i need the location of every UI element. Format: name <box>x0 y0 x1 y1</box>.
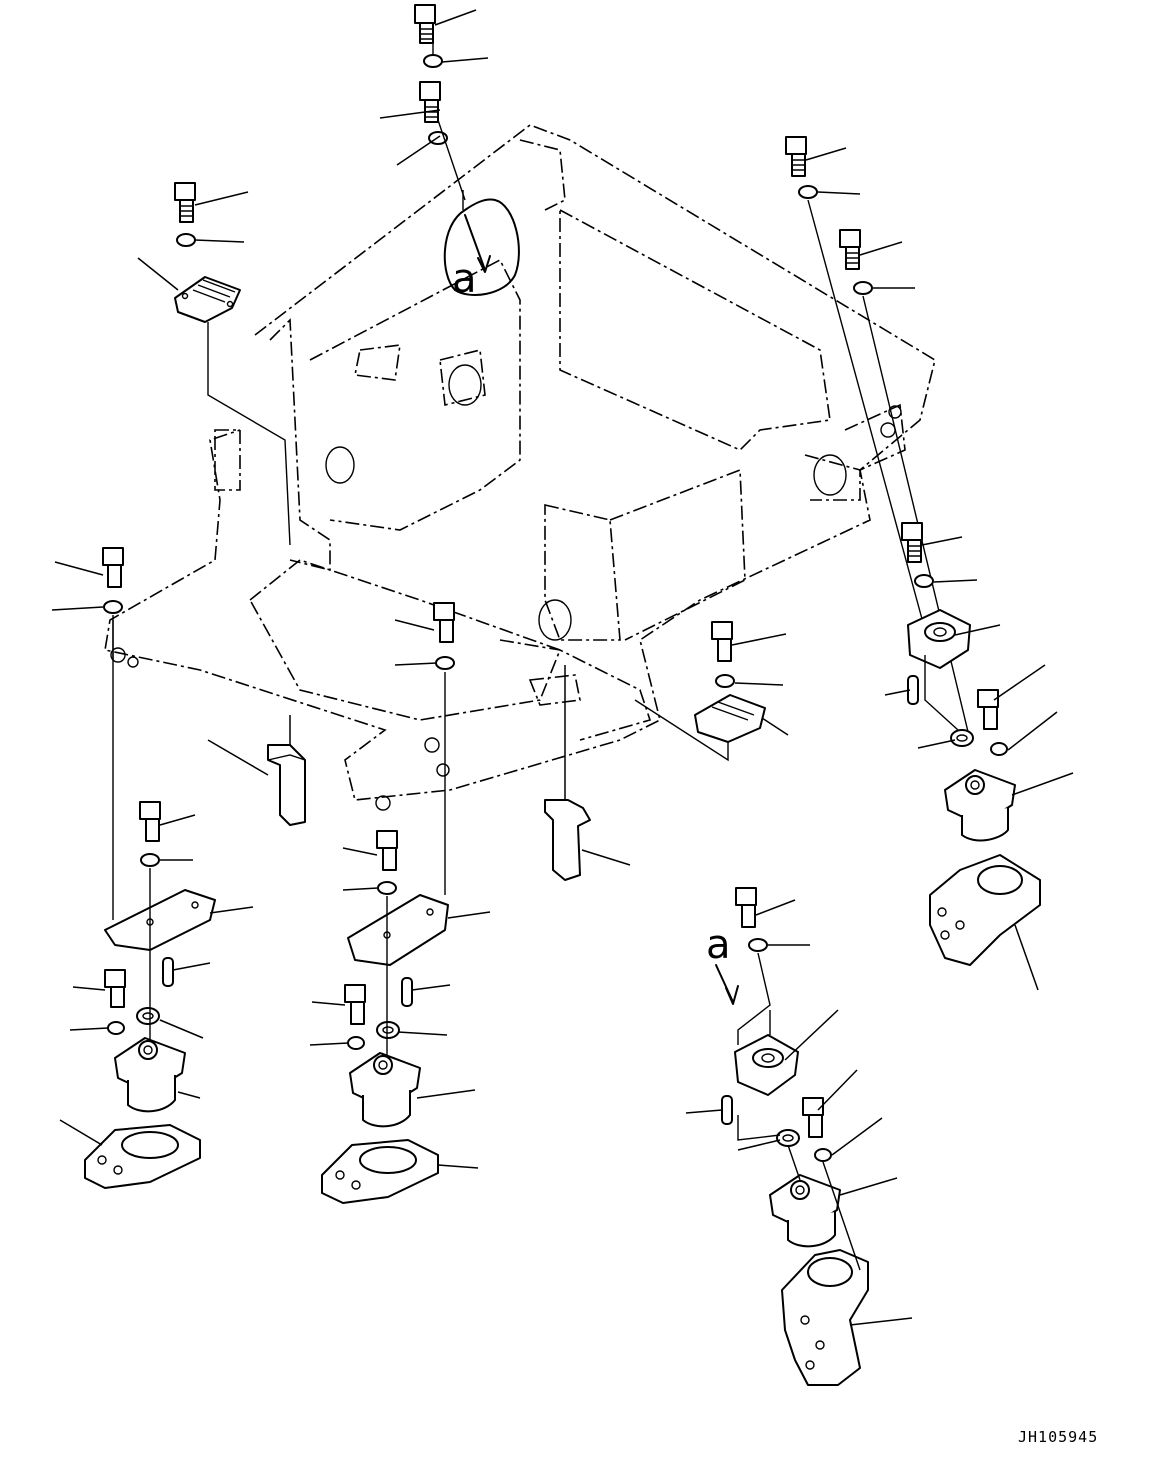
washer-icon <box>798 185 818 199</box>
washer-icon <box>914 574 934 588</box>
center-right-grooved-plate-hardware <box>634 621 789 762</box>
bolt-icon <box>735 887 757 928</box>
lower-right-mount-stack: a <box>685 887 913 1386</box>
pin-icon <box>401 977 413 1007</box>
bolt-icon <box>433 602 455 643</box>
stopper-left-icon <box>207 715 306 826</box>
view-a-label-frame: a <box>452 256 477 302</box>
upper-right-mount-hardware <box>785 136 971 741</box>
bracket-icon <box>84 1124 201 1189</box>
right-mount-stack <box>884 522 1074 991</box>
washer-icon <box>814 1148 832 1162</box>
washer-icon <box>748 938 768 952</box>
washer-icon <box>423 54 443 68</box>
washer-icon <box>715 674 735 688</box>
revolving-frame <box>104 124 936 811</box>
bolt-icon <box>139 801 161 842</box>
bolt-icon <box>376 830 398 871</box>
spacer-block-icon <box>907 609 971 669</box>
washer-icon <box>140 853 160 867</box>
bolt-icon <box>977 689 999 730</box>
rubber-mount-icon <box>349 1052 421 1128</box>
rubber-mount-icon <box>114 1037 186 1113</box>
grooved-plate-icon <box>694 694 766 743</box>
washer-icon <box>435 656 455 670</box>
bolt-icon <box>344 984 366 1025</box>
center-front-mount-hardware <box>379 4 489 201</box>
bracket-icon <box>929 854 1041 966</box>
upper-left-mount-hardware <box>137 182 291 546</box>
washer-icon <box>176 233 196 247</box>
bolt-2-icon <box>419 81 441 123</box>
center-mount-stack <box>309 602 491 1204</box>
left-mount-stack <box>51 547 254 1189</box>
bolt-icon <box>102 547 124 588</box>
plate-icon <box>104 889 216 951</box>
plate-icon <box>347 894 449 966</box>
washer-icon <box>347 1036 365 1050</box>
rubber-mount-icon <box>944 769 1016 842</box>
stopper-center-icon <box>544 665 631 881</box>
bolt-icon <box>901 522 923 563</box>
pin-icon <box>721 1095 733 1125</box>
bolt-icon <box>174 182 196 223</box>
bolt-1-icon <box>414 4 436 44</box>
view-a-label-lower: a <box>706 922 731 968</box>
bolt-icon <box>839 229 861 270</box>
nut-icon <box>376 1021 400 1039</box>
bracket-icon <box>321 1139 439 1204</box>
drawing-code: JH105945 <box>1018 1428 1099 1446</box>
washer-icon <box>377 881 397 895</box>
spacer-block-icon <box>734 1034 799 1096</box>
washer-icon <box>990 742 1008 756</box>
bolt-icon <box>785 136 807 177</box>
nut-icon <box>950 729 974 747</box>
assembly-lines <box>112 190 464 1055</box>
grooved-plate-icon <box>174 276 241 323</box>
nut-icon <box>776 1129 800 1147</box>
rubber-mount-icon <box>769 1174 841 1248</box>
washer-icon <box>853 281 873 295</box>
washer-icon <box>103 600 123 614</box>
nut-icon <box>136 1007 160 1025</box>
pin-icon <box>162 957 174 987</box>
bolt-icon <box>802 1097 824 1138</box>
bolt-icon <box>104 969 126 1008</box>
view-a-callout-frame: a <box>443 198 520 302</box>
bracket-icon <box>781 1249 869 1386</box>
bolt-icon <box>711 621 733 662</box>
washer-icon <box>107 1021 125 1035</box>
